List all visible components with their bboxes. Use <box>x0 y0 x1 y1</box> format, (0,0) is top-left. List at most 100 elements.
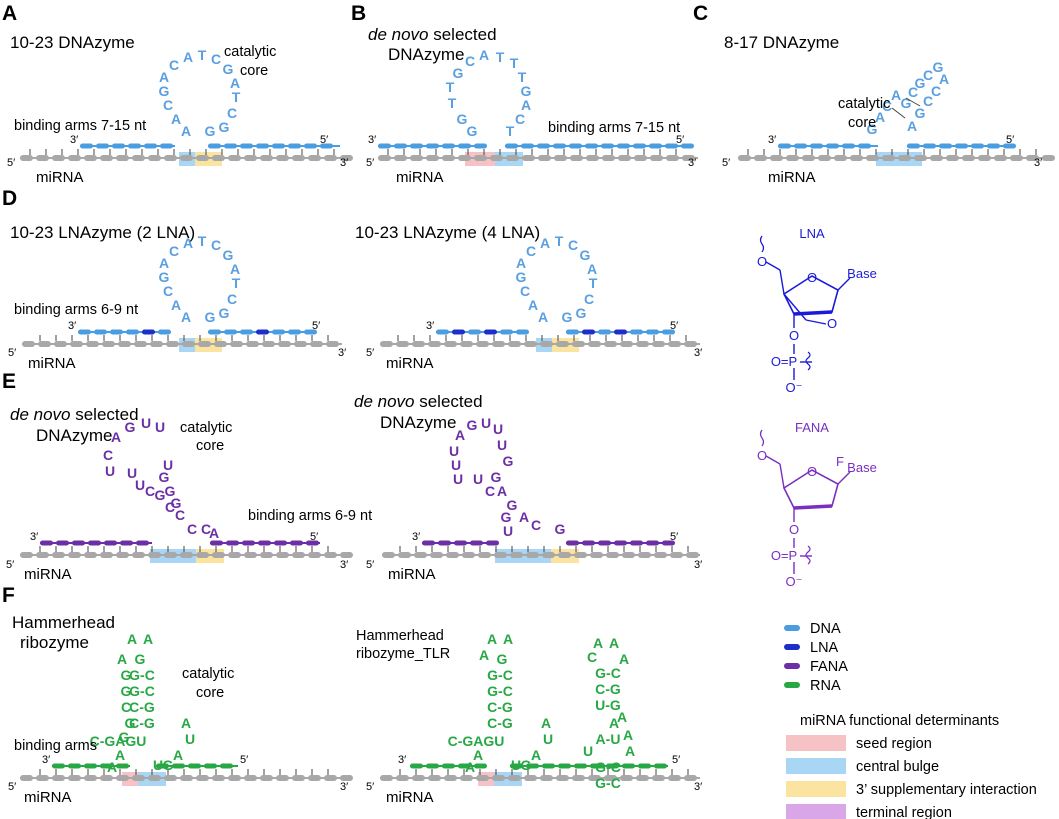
nucleotide-dash <box>826 143 839 149</box>
end-label-3prime: 3′ <box>688 157 696 169</box>
panel-label: F <box>2 584 15 607</box>
nucleotide-pair: G-C <box>129 683 155 699</box>
mirna-dash <box>444 775 457 781</box>
mirna-dash <box>180 775 193 781</box>
legend-title: miRNA functional determinants <box>800 713 999 729</box>
nucleotide-dash <box>858 143 871 149</box>
nucleotide-letter: G <box>163 757 174 773</box>
nucleotide-letter: G <box>165 483 176 499</box>
end-label-3prime: 3′ <box>768 134 776 146</box>
nucleotide-dash <box>582 540 595 546</box>
mirna-dash <box>308 155 321 161</box>
enzyme-binding-arms <box>40 143 1016 769</box>
nucleotide-pair: G-C <box>487 667 513 683</box>
mirna-dash <box>228 552 241 558</box>
mirna-dash <box>294 341 307 347</box>
mirna-dash <box>22 341 35 347</box>
atom-ring-o: O <box>807 270 817 285</box>
nucleotide-dash <box>505 143 518 149</box>
mirna-dash <box>20 155 33 161</box>
legend-label: terminal region <box>856 805 952 819</box>
atom-o3: O <box>789 522 799 537</box>
nucleotide-dash <box>622 763 635 769</box>
mirna-dash <box>558 552 571 558</box>
title-span: selected <box>415 392 483 411</box>
nucleotide-letter: C <box>526 243 536 259</box>
mirna-dash <box>606 552 619 558</box>
nucleotide-letter: A <box>519 509 529 525</box>
legend-swatch-strand <box>784 644 800 650</box>
mirna-dash <box>410 155 423 161</box>
nucleotide-letter: G <box>521 83 532 99</box>
nucleotide-dash <box>304 329 317 335</box>
nucleotide-dash <box>120 540 133 546</box>
nucleotide-pair: A <box>609 715 619 731</box>
nucleotide-letter: G <box>497 651 508 667</box>
nucleotide-letter: A <box>159 69 169 85</box>
mirna-strands <box>20 149 1055 781</box>
mirna-dash <box>212 552 225 558</box>
atom-bridge-o: O <box>827 316 837 331</box>
nucleotide-dash <box>665 143 678 149</box>
mirna-dash <box>684 775 697 781</box>
nucleotide-pair: G-C <box>595 759 621 775</box>
legend-label: 3’ supplementary interaction <box>856 782 1037 798</box>
end-label-5prime: 5′ <box>366 347 374 359</box>
mirna-dash <box>666 155 679 161</box>
core-label: core <box>196 438 224 454</box>
nucleotide-letter: C <box>520 283 530 299</box>
nucleotide-dash <box>537 143 550 149</box>
mirna-dash <box>492 341 505 347</box>
mirna-dash <box>52 155 65 161</box>
nucleotide-letter: T <box>589 275 598 291</box>
nucleotide-letter: A <box>516 255 526 271</box>
mirna-dash <box>292 775 305 781</box>
mirna-dash <box>540 341 553 347</box>
mirna-dash <box>686 552 699 558</box>
nucleotide-letter: G <box>507 497 518 513</box>
nucleotide-letter: A <box>143 631 153 647</box>
nucleotide-dash <box>971 143 984 149</box>
bond <box>837 277 851 291</box>
nucleotide-dash <box>272 329 285 335</box>
nucleotide-dash <box>158 329 171 335</box>
catalytic-label: catalytic <box>838 96 890 112</box>
mirna-dash <box>68 155 81 161</box>
nucleotide-letter: C <box>931 83 941 99</box>
nucleotide-dash <box>842 143 855 149</box>
mirna-dash <box>260 155 273 161</box>
mirna-dash <box>668 341 681 347</box>
nucleotide-pair: C-G <box>129 715 155 731</box>
end-label-5prime: 5′ <box>320 134 328 146</box>
mirna-dash <box>276 552 289 558</box>
nucleotide-dash <box>516 329 529 335</box>
nucleotide-dash <box>94 329 107 335</box>
nucleotide-letter: A <box>609 635 619 651</box>
nucleotide-letter: G <box>155 487 166 503</box>
legend-label: RNA <box>810 678 841 694</box>
end-label-3prime: 3′ <box>398 754 406 766</box>
mirna-dash <box>166 341 179 347</box>
mirna-dash <box>326 341 339 347</box>
panel-label: E <box>2 370 16 393</box>
nucleotide-dash <box>436 329 449 335</box>
nucleotide-dash <box>510 763 523 769</box>
mirna-dash <box>684 341 697 347</box>
nucleotide-letter: A <box>528 297 538 313</box>
end-label-3prime: 3′ <box>68 320 76 332</box>
mirna-dash <box>396 341 409 347</box>
nucleotide-dash <box>646 329 659 335</box>
nucleotide-pair: G-C <box>595 665 621 681</box>
nucleotide-letter: G <box>933 59 944 75</box>
mirna-dash <box>324 552 337 558</box>
mirna-label: miRNA <box>386 355 434 372</box>
mirna-dash <box>308 552 321 558</box>
nucleotide-dash <box>288 143 301 149</box>
nucleotide-dash <box>614 540 627 546</box>
bold-bond <box>793 504 833 510</box>
mirna-dash <box>182 341 195 347</box>
nucleotide-letter: G <box>125 715 136 731</box>
nucleotide-dash <box>438 540 451 546</box>
atom-o3: O <box>789 328 799 343</box>
mirna-dash <box>754 155 767 161</box>
